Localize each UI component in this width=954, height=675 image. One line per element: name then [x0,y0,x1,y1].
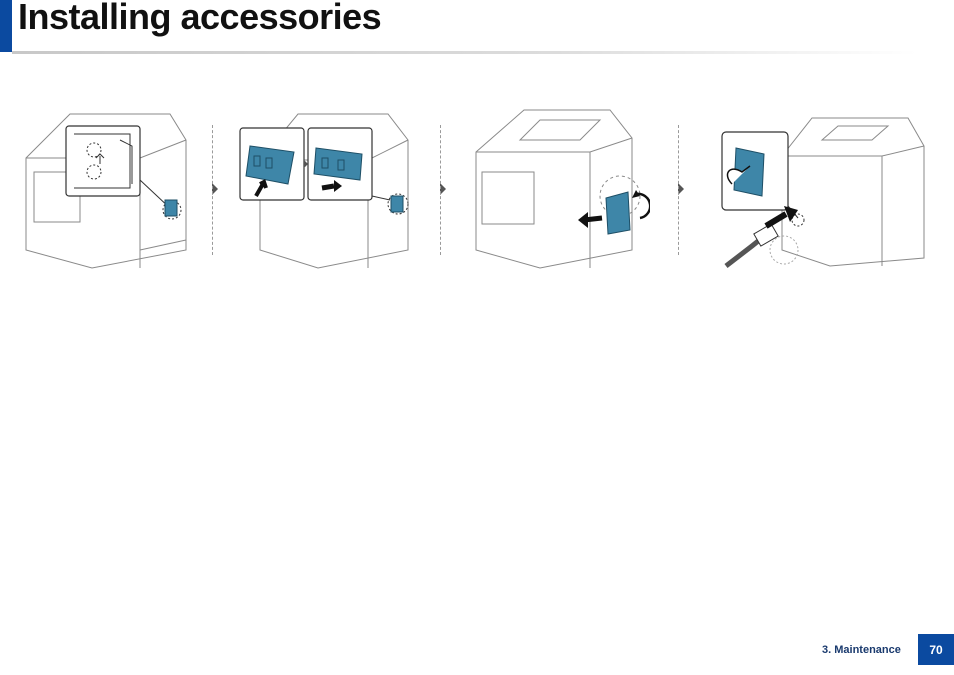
page-title: Installing accessories [18,0,381,38]
printer-remove-side-cover-icon [20,100,200,275]
step-separator [212,125,213,255]
step-2-insert-memory [238,100,418,275]
page-number: 70 [918,634,954,665]
memory-module-insert-icon [238,100,418,275]
footer-section-label: 3. Maintenance [822,644,901,656]
power-cord-connect-icon [702,100,928,275]
installation-steps-illustration [20,100,930,275]
step-separator [440,125,441,255]
printer-replace-cover-icon [470,100,650,275]
step-separator [678,125,679,255]
title-divider [12,51,917,54]
step-3-replace-cover [470,100,650,275]
step-4-connect-power [702,100,928,275]
title-accent-bar [0,0,12,52]
step-1-remove-cover [20,100,200,275]
